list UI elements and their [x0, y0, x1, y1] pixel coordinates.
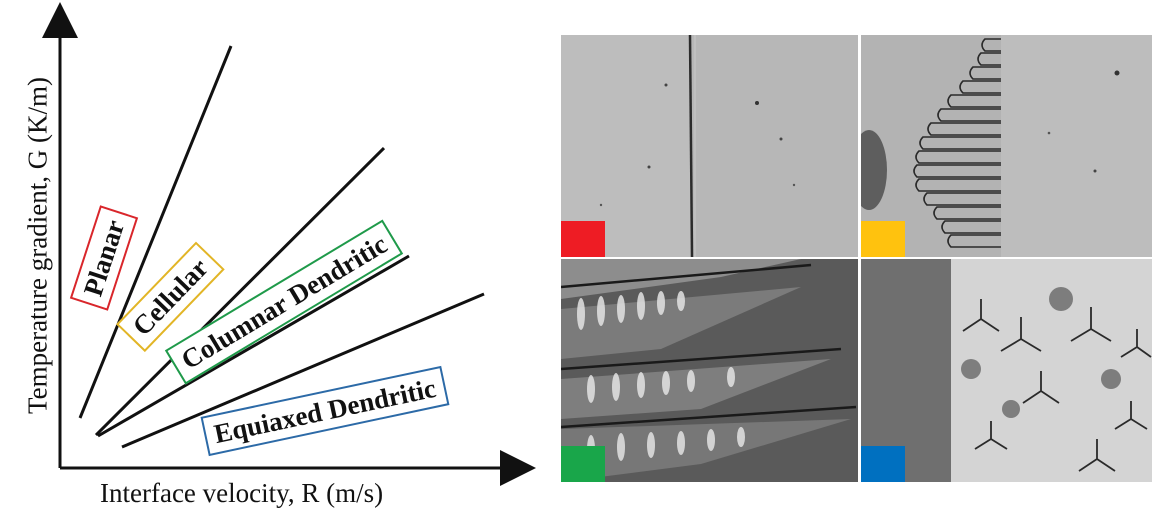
y-axis-label: Temperature gradient, G (K/m) — [22, 77, 53, 414]
boundary-planar-cellular — [78, 45, 233, 419]
swatch-blue — [861, 446, 905, 482]
x-axis-label: Interface velocity, R (m/s) — [100, 478, 384, 508]
micrograph-cellular — [861, 35, 1152, 257]
micrograph-grid — [561, 35, 1152, 482]
solidification-map: Temperature gradient, G (K/m) Interface … — [0, 0, 540, 521]
micrograph-planar — [561, 35, 858, 257]
swatch-yellow — [861, 221, 905, 257]
boundary-columnar-transition — [97, 254, 410, 438]
axes-and-boundaries — [42, 2, 536, 486]
micrograph-columnar-dendritic — [561, 259, 858, 482]
boundary-columnar-equiaxed — [121, 292, 485, 449]
swatch-green — [561, 446, 605, 482]
swatch-red — [561, 221, 605, 257]
boundary-cellular-columnar — [94, 146, 386, 437]
micrograph-equiaxed-dendritic — [861, 259, 1152, 482]
